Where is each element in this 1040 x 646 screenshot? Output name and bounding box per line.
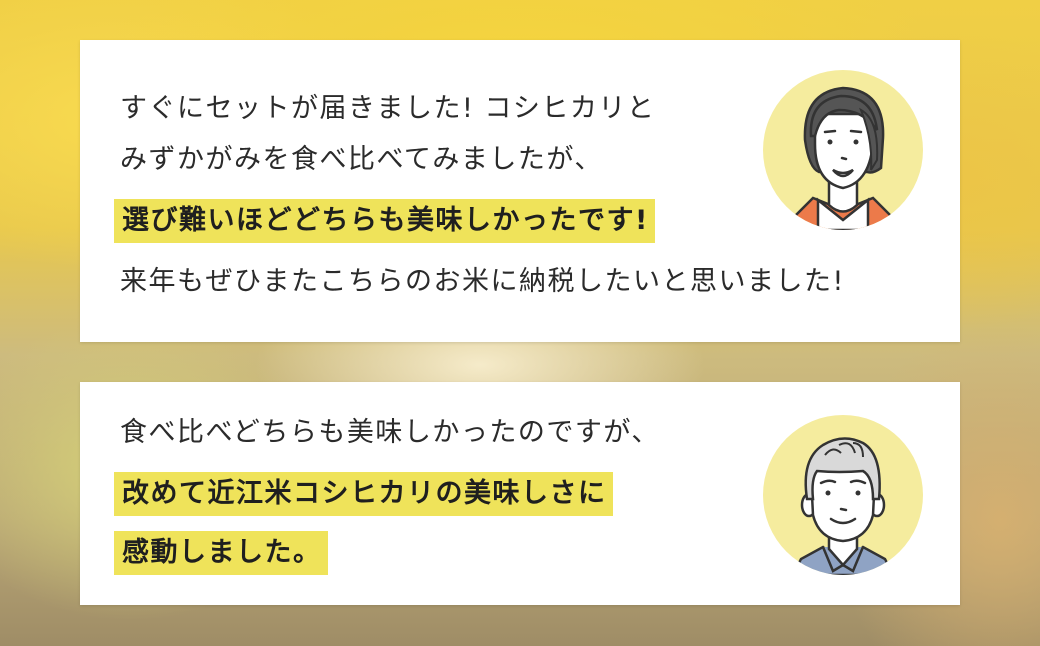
man-avatar-icon <box>763 415 923 575</box>
testimonial-1-line-1: すぐにセットが届きました! コシヒカリと <box>120 93 656 124</box>
testimonial-card-2: 食べ比べどちらも美味しかったのですが、 改めて近江米コシヒカリの美味しさに 感動… <box>80 382 960 605</box>
testimonial-card-1: すぐにセットが届きました! コシヒカリと みずかがみを食べ比べてみましたが、 選… <box>80 40 960 342</box>
testimonial-1-line-4: 来年もぜひまたこちらのお米に納税したいと思いました! <box>120 266 845 297</box>
testimonial-1-line-2: みずかがみを食べ比べてみましたが、 <box>120 144 603 175</box>
testimonial-2-highlight-line-1: 改めて近江米コシヒカリの美味しさに <box>114 472 613 516</box>
testimonial-1-highlight-line: 選び難いほどどちらも美味しかったです! <box>114 199 655 243</box>
woman-avatar-icon <box>763 70 923 230</box>
testimonial-2-line-1: 食べ比べどちらも美味しかったのですが、 <box>120 417 660 448</box>
testimonial-2-highlight-line-2: 感動しました。 <box>114 531 328 575</box>
